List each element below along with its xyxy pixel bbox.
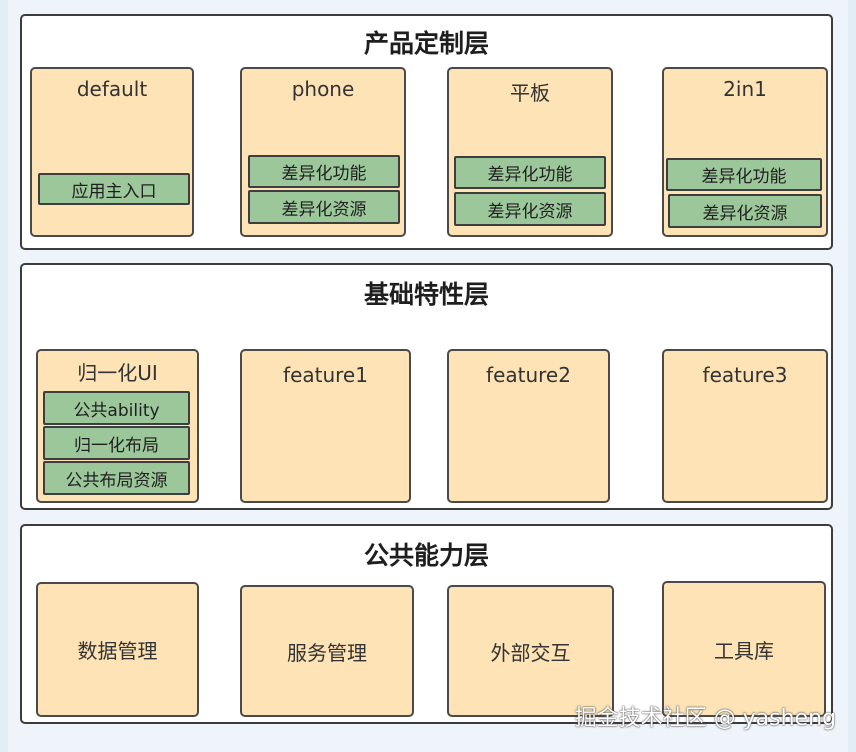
feature3-box: feature3	[662, 349, 828, 503]
feature1-box-title: feature1	[283, 363, 368, 387]
default-box-title: default	[76, 77, 148, 101]
common-layer-title: 公共能力层	[363, 541, 489, 570]
phone-box-title: phone	[291, 77, 355, 101]
common-ui-tag-ability: 公共ability	[43, 391, 190, 425]
external-interaction-label: 外部交互	[490, 640, 571, 665]
tablet-box-title: 平板	[510, 81, 550, 105]
phone-tag-diff-resource: 差异化资源	[248, 190, 400, 224]
watermark-text: 掘金技术社区 @ yasheng	[574, 706, 836, 731]
feature1-box: feature1	[240, 349, 411, 503]
common-ui-tag-layout: 归一化布局	[43, 426, 190, 460]
data-management-label: 数据管理	[77, 639, 158, 663]
feature2-box-title: feature2	[486, 363, 571, 387]
feature-layer-title: 基础特性层	[363, 280, 489, 309]
architecture-diagram: 产品定制层 default 应用主入口 phone 差异化功能 差异化资源 平板…	[8, 0, 848, 752]
default-tag-main-entry: 应用主入口	[38, 173, 190, 205]
tablet-tag-diff-resource: 差异化资源	[454, 192, 606, 226]
tool-library-box: 工具库	[662, 581, 826, 717]
phone-tag-diff-feature: 差异化功能	[248, 155, 400, 188]
twoinone-box: 2in1 差异化功能 差异化资源	[662, 67, 828, 237]
common-ui-box: 归一化UI 公共ability 归一化布局 公共布局资源	[36, 349, 199, 503]
tablet-tag-diff-feature: 差异化功能	[454, 156, 606, 189]
tablet-box: 平板 差异化功能 差异化资源	[447, 67, 613, 237]
external-interaction-box: 外部交互	[447, 585, 614, 717]
product-layer-title: 产品定制层	[363, 29, 489, 58]
twoinone-tag-diff-resource: 差异化资源	[668, 194, 822, 228]
common-ui-box-title: 归一化UI	[77, 361, 158, 385]
product-layer: 产品定制层 default 应用主入口 phone 差异化功能 差异化资源 平板…	[20, 14, 833, 250]
twoinone-tag-diff-feature: 差异化功能	[666, 158, 822, 191]
phone-box: phone 差异化功能 差异化资源	[240, 67, 406, 237]
common-ui-tag-layout-resource: 公共布局资源	[43, 461, 190, 495]
service-management-box: 服务管理	[240, 585, 414, 717]
common-layer: 公共能力层 数据管理 服务管理 外部交互 工具库	[20, 524, 833, 724]
data-management-box: 数据管理	[36, 582, 199, 717]
feature3-box-title: feature3	[702, 363, 788, 387]
tool-library-label: 工具库	[714, 638, 774, 663]
service-management-label: 服务管理	[287, 640, 367, 665]
feature-layer: 基础特性层 归一化UI 公共ability 归一化布局 公共布局资源 featu…	[20, 263, 833, 510]
default-box: default 应用主入口	[30, 67, 194, 237]
feature2-box: feature2	[447, 349, 610, 503]
twoinone-box-title: 2in1	[723, 77, 767, 101]
